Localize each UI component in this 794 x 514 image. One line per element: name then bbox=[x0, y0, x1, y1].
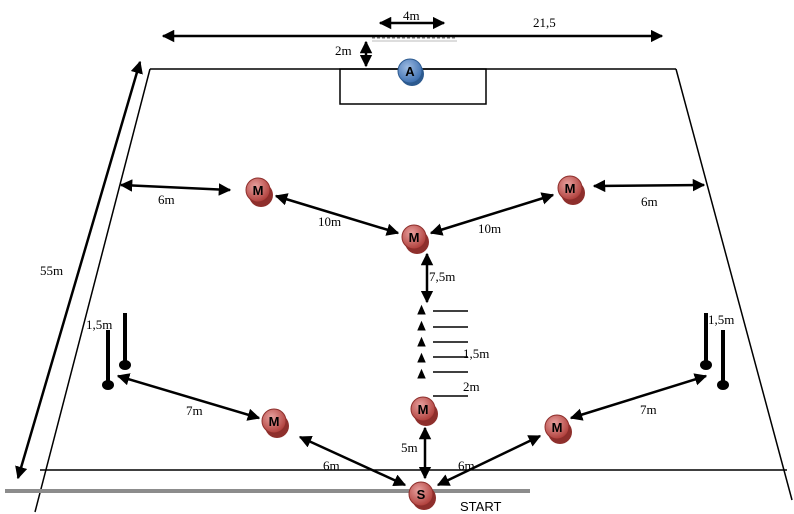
player-label: M bbox=[269, 414, 280, 429]
player-low-center: M bbox=[410, 396, 438, 426]
lower-right-7m-label: 7m bbox=[640, 402, 657, 417]
player-mid-left: M bbox=[245, 177, 273, 207]
center-5m-label: 5m bbox=[401, 440, 418, 455]
goal-depth-label: 2m bbox=[335, 43, 352, 58]
cone-icon bbox=[417, 352, 426, 363]
lower-left-7m-label: 7m bbox=[186, 403, 203, 418]
cone-icon bbox=[417, 304, 426, 315]
left-10m-label: 10m bbox=[318, 214, 341, 229]
right-10m-arrow bbox=[429, 192, 555, 236]
player-mid-center: M bbox=[401, 224, 429, 254]
right-6m-label: 6m bbox=[641, 194, 658, 209]
player-low-left: M bbox=[261, 408, 289, 438]
pole-base-icon bbox=[102, 380, 114, 390]
center-75m-label: 7,5m bbox=[429, 269, 455, 284]
start-left-6m-arrow bbox=[298, 435, 407, 487]
start-left-6m-label: 6m bbox=[323, 458, 340, 473]
player-goalkeeper: A bbox=[397, 58, 424, 86]
start-right-6m-label: 6m bbox=[458, 458, 475, 473]
player-low-right: M bbox=[544, 414, 572, 444]
right-pole-label: 1,5m bbox=[708, 312, 734, 327]
cone-icon bbox=[417, 368, 426, 379]
right-6m-arrow bbox=[592, 178, 706, 193]
player-start: S bbox=[408, 481, 436, 510]
field-left-line bbox=[34, 68, 151, 513]
pole-base-icon bbox=[700, 360, 712, 370]
player-label: M bbox=[253, 183, 264, 198]
pole-base-icon bbox=[717, 380, 729, 390]
player-label: M bbox=[565, 181, 576, 196]
poles bbox=[102, 313, 729, 390]
cone-ladder bbox=[417, 304, 468, 397]
cone-icon bbox=[417, 320, 426, 331]
start-bar bbox=[5, 489, 530, 493]
left-6m-arrow bbox=[119, 179, 232, 196]
dimension-arrows bbox=[15, 16, 708, 487]
player-label: M bbox=[552, 420, 563, 435]
ladder-2m-label: 2m bbox=[463, 379, 480, 394]
length-arrow bbox=[15, 60, 143, 480]
player-label: S bbox=[417, 487, 426, 502]
pole-base-icon bbox=[119, 360, 131, 370]
player-mid-right: M bbox=[557, 175, 585, 205]
player-label: M bbox=[418, 402, 429, 417]
lower-left-7m-arrow bbox=[116, 373, 261, 421]
player-label: M bbox=[409, 230, 420, 245]
left-10m-arrow bbox=[274, 193, 400, 236]
field-right-line bbox=[675, 68, 793, 501]
cone-icon bbox=[417, 336, 426, 347]
start-right-6m-arrow bbox=[436, 434, 542, 487]
lower-right-7m-arrow bbox=[569, 373, 708, 421]
ladder-15m-label: 1,5m bbox=[463, 346, 489, 361]
goal-width-label: 4m bbox=[403, 8, 420, 23]
width-label: 21,5 bbox=[533, 15, 556, 30]
player-label: A bbox=[405, 64, 415, 79]
left-pole-label: 1,5m bbox=[86, 317, 112, 332]
length-label: 55m bbox=[40, 263, 63, 278]
left-6m-label: 6m bbox=[158, 192, 175, 207]
right-10m-label: 10m bbox=[478, 221, 501, 236]
start-label: START bbox=[460, 499, 501, 514]
